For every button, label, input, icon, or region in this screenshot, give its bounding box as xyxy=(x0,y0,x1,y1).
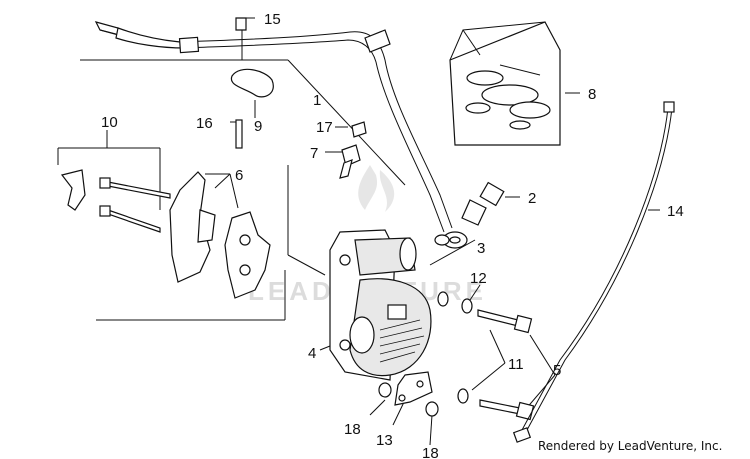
caliper-bolts xyxy=(477,309,535,421)
credit-text: Rendered by LeadVenture, Inc. xyxy=(538,439,722,453)
callout-18-bottom: 18 xyxy=(422,445,439,459)
callout-14: 14 xyxy=(667,203,684,220)
callout-9: 9 xyxy=(254,118,262,135)
washers xyxy=(378,291,473,417)
brake-pads xyxy=(169,171,271,299)
callout-6: 6 xyxy=(235,167,243,184)
callout-17: 17 xyxy=(316,119,333,136)
callout-18-left: 18 xyxy=(344,421,361,438)
caliper-bracket xyxy=(394,371,433,406)
callout-13: 13 xyxy=(376,432,393,449)
callout-2: 2 xyxy=(528,190,536,207)
banjo-bolt xyxy=(434,181,505,246)
callout-1: 1 xyxy=(313,92,321,109)
callout-10: 10 xyxy=(101,114,118,131)
callout-15: 15 xyxy=(264,11,281,28)
reservoir-parts xyxy=(230,17,274,149)
brake-caliper xyxy=(329,229,432,381)
pad-pins-spring xyxy=(60,169,171,233)
seal-kit-package xyxy=(449,21,561,146)
callouts: 1 2 3 4 5 6 7 8 9 10 11 12 13 14 15 16 1… xyxy=(101,11,684,459)
callout-4: 4 xyxy=(308,345,316,362)
brake-hose xyxy=(94,21,468,249)
speedometer-cable xyxy=(512,101,675,443)
callout-3: 3 xyxy=(477,240,485,257)
callout-12: 12 xyxy=(470,270,487,287)
callout-7: 7 xyxy=(310,145,318,162)
callout-8: 8 xyxy=(588,86,596,103)
callout-16: 16 xyxy=(196,115,213,132)
bleed-screw xyxy=(339,121,367,179)
callout-5: 5 xyxy=(553,362,561,379)
callout-11: 11 xyxy=(508,356,524,373)
